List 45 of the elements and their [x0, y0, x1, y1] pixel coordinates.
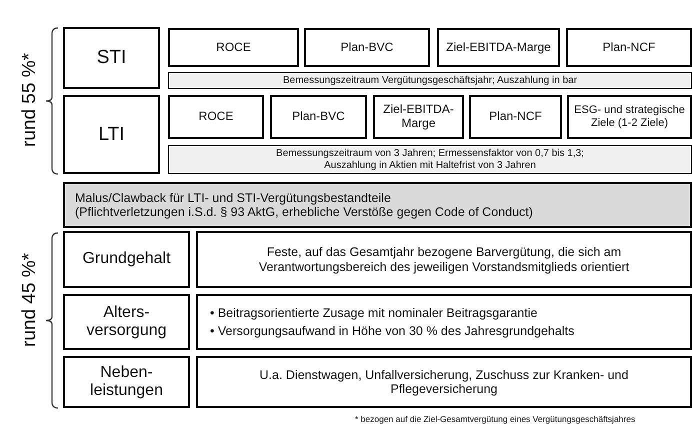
description-box — [196, 231, 692, 288]
cell-text: Ziel-EBITDA- Marge — [382, 103, 455, 131]
cell-text: Plan-NCF — [489, 110, 542, 124]
category-label: Grundgehalt — [82, 250, 171, 269]
category-label: Alters- versorgung — [85, 304, 168, 340]
category-label: Neben- leistungen — [89, 364, 164, 400]
description-box — [196, 294, 692, 350]
cell-text: U.a. Dienstwagen, Unfallversicherung, Zuschuss zur Kranken- und Pflegeversicherung — [258, 368, 630, 396]
category-label: STI — [96, 47, 126, 69]
bullet-item: • Versorgungsaufwand in Höhe von 30 % des Jahresgrundgehalts — [210, 324, 574, 338]
metric-box — [168, 28, 299, 67]
cell-text: Malus/Clawback für LTI- und STI-Vergütungsbestandteile — [75, 190, 391, 205]
metric-box — [373, 95, 464, 139]
metric-box — [469, 95, 562, 139]
cell-text: Plan-NCF — [602, 40, 656, 54]
metric-box — [304, 28, 430, 67]
cell-text: Bemessungszeitraum von 3 Jahren; Ermessensfaktor von 0,7 bis 1,3; Auszahlung in Aktien mit Haltefrist von 3 Jahren — [275, 148, 585, 171]
cell-text: Plan-BVC — [340, 40, 394, 54]
category-box — [63, 95, 160, 174]
cell-text: Plan-BVC — [292, 110, 345, 124]
cell-text: Feste, auf das Gesamtjahr bezogene Barvergütung, die sich am Verantwortungsbereich des jeweiligen Vorstandsmitglieds orientiert — [258, 245, 630, 274]
metric-box — [168, 95, 264, 139]
note-panel — [63, 182, 692, 228]
metric-box — [270, 95, 367, 139]
cell-text: (Pflichtverletzungen i.S.d. § 93 AktG, erhebliche Verstöße gegen Code of Conduct) — [75, 205, 533, 220]
category-label: LTI — [98, 124, 125, 146]
metric-box — [566, 28, 692, 67]
info-bar — [168, 145, 692, 174]
share-label: rund 45 %* — [19, 253, 41, 347]
cell-text: Ziel-EBITDA-Marge — [446, 40, 551, 54]
bullet-item: • Beitragsorientierte Zusage mit nominaler Beitragsgarantie — [210, 306, 538, 320]
metric-box — [437, 28, 560, 67]
footnote: * bezogen auf die Ziel-Gesamtvergütung eines Vergütungsgeschäftsjahres — [355, 414, 636, 424]
cell-text: Bemessungszeitraum Vergütungsgeschäftsjahr; Auszahlung in bar — [282, 74, 578, 86]
metric-box — [567, 95, 692, 139]
category-box — [63, 27, 160, 89]
category-box — [63, 294, 190, 350]
category-box — [63, 356, 190, 408]
description-box — [196, 356, 692, 408]
category-box — [63, 231, 190, 288]
share-label: rund 55 %* — [19, 53, 41, 147]
cell-text: ROCE — [198, 110, 234, 124]
cell-text: ROCE — [216, 40, 251, 54]
info-bar — [168, 72, 692, 89]
cell-text: ESG- und strategische Ziele (1-2 Ziele) — [573, 104, 686, 130]
